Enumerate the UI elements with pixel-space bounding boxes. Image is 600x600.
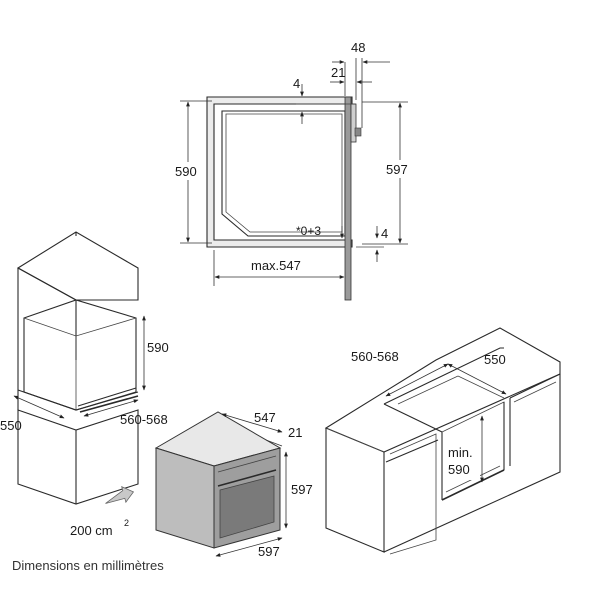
- column-unit: 590 550 560-568 200 cm 2: [0, 231, 169, 538]
- oven-control-strip: [217, 455, 277, 473]
- label-bg: [384, 160, 418, 178]
- vent-arrow-icon: [105, 486, 135, 504]
- worktop: [324, 327, 561, 453]
- oven-front-label: 21: [288, 425, 302, 440]
- top-diagonal: [17, 267, 77, 301]
- vent-area-sup: 2: [124, 518, 129, 528]
- uc-min-value: 590: [448, 462, 470, 477]
- label-bg: [444, 444, 480, 480]
- oven-width-line: [215, 537, 283, 557]
- top-cabinet: [16, 231, 139, 301]
- column-550-line: [13, 395, 65, 419]
- vent-area-label: 200 cm: [70, 523, 113, 538]
- label-bg: [170, 162, 206, 180]
- column-width-line: [83, 399, 139, 417]
- right-cabinet: [503, 373, 561, 470]
- oven-unit: 547 21 597 597: [154, 410, 313, 559]
- oven-front-line: [265, 439, 283, 447]
- left-door: [389, 433, 437, 555]
- top-cabinet-edges: [17, 268, 77, 360]
- section-view: 590 597 48 21 4 *0+3 4 max.547: [170, 40, 418, 301]
- oven-width-label: 597: [258, 544, 280, 559]
- right-cabinet-top: [513, 381, 557, 403]
- niche-inner: [23, 317, 137, 410]
- oven-inner-contour: [225, 113, 343, 233]
- oven-contour: [221, 110, 346, 237]
- under-counter-unit: 560-568 550 min. 590: [324, 327, 561, 555]
- handle-grip: [354, 127, 362, 137]
- dim-4-top-label: 4: [293, 76, 300, 91]
- lower-cabinet: [17, 409, 139, 505]
- dim-21-label: 21: [331, 65, 345, 80]
- oven-depth-line: [221, 413, 283, 433]
- oven-side: [155, 447, 215, 549]
- oven-front-panel: [344, 96, 352, 301]
- left-cabinet: [325, 428, 385, 553]
- dim-48-label: 48: [351, 40, 365, 55]
- dim-4-bottom-label: 4: [381, 226, 388, 241]
- column-590-label: 590: [147, 340, 169, 355]
- opening-floor: [441, 469, 505, 501]
- worktop-edge: [325, 427, 385, 453]
- tolerance-label: *0+3: [296, 224, 321, 238]
- oven-handle: [217, 469, 277, 487]
- uc-depth-label: 550: [484, 352, 506, 367]
- dim-597-label: 597: [386, 162, 408, 177]
- oven-depth-label: 547: [254, 410, 276, 425]
- oven-height-label: 597: [291, 482, 313, 497]
- uc-width-line: [385, 363, 449, 397]
- column-width-label: 560-568: [120, 412, 168, 427]
- dim-547-label: max.547: [251, 258, 301, 273]
- caption: Dimensions en millimètres: [12, 558, 164, 573]
- uc-min-label: min.: [448, 445, 473, 460]
- shelf-strip: [79, 395, 139, 413]
- base-line: [383, 374, 561, 553]
- uc-depth-line: [447, 363, 507, 395]
- handle-profile: [350, 103, 357, 143]
- left-drawer-line: [385, 439, 439, 463]
- dim-590-label: 590: [175, 164, 197, 179]
- uc-width-label: 560-568: [351, 349, 399, 364]
- niche-wall: [206, 96, 353, 248]
- column-550-label: 550: [0, 418, 22, 433]
- oven-door-window: [219, 475, 275, 539]
